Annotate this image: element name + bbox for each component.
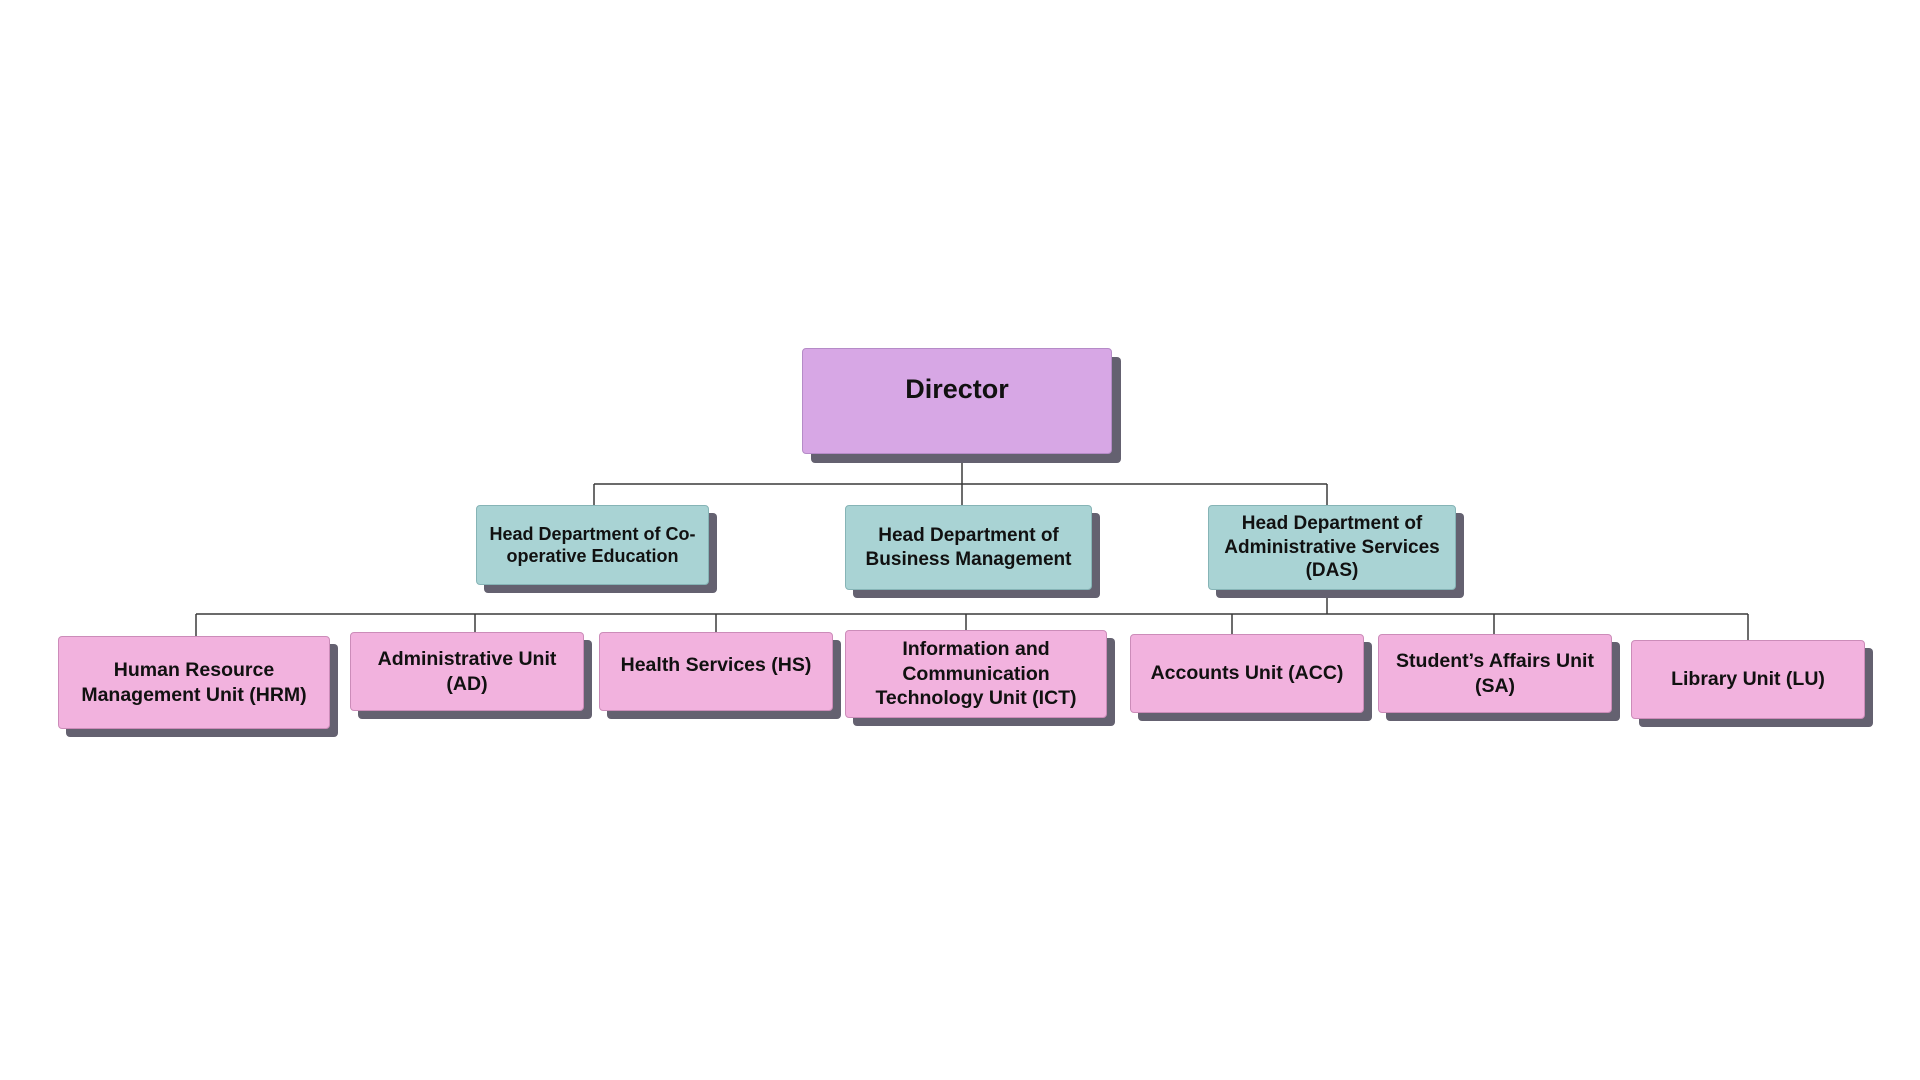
director-label: Director bbox=[905, 374, 1009, 404]
unit-label: Administrative Unit (AD) bbox=[377, 648, 557, 695]
unit-label: Library Unit (LU) bbox=[1671, 668, 1825, 691]
unit-label: Information and Communication Technology… bbox=[875, 638, 1077, 710]
unit-label: Student’s Affairs Unit (SA) bbox=[1396, 650, 1594, 697]
unit-library: Library Unit (LU) bbox=[1631, 640, 1865, 719]
unit-administrative: Administrative Unit (AD) bbox=[350, 632, 584, 711]
unit-health-services: Health Services (HS) bbox=[599, 632, 833, 711]
dept-label: Head Department of Administrative Servic… bbox=[1224, 512, 1440, 582]
dept-label: Head Department of Business Management bbox=[865, 524, 1072, 570]
dept-administrative-services: Head Department of Administrative Servic… bbox=[1208, 505, 1456, 590]
unit-label: Accounts Unit (ACC) bbox=[1150, 662, 1344, 685]
director-box: Director bbox=[802, 348, 1112, 454]
unit-label: Human Resource Management Unit (HRM) bbox=[81, 659, 307, 706]
dept-cooperative-education: Head Department of Co-operative Educatio… bbox=[476, 505, 709, 585]
unit-label: Health Services (HS) bbox=[620, 654, 812, 676]
unit-student-affairs: Student’s Affairs Unit (SA) bbox=[1378, 634, 1612, 713]
unit-hrm: Human Resource Management Unit (HRM) bbox=[58, 636, 330, 729]
dept-business-management: Head Department of Business Management bbox=[845, 505, 1092, 590]
unit-accounts: Accounts Unit (ACC) bbox=[1130, 634, 1364, 713]
unit-ict: Information and Communication Technology… bbox=[845, 630, 1107, 718]
dept-label: Head Department of Co-operative Educatio… bbox=[489, 523, 696, 567]
